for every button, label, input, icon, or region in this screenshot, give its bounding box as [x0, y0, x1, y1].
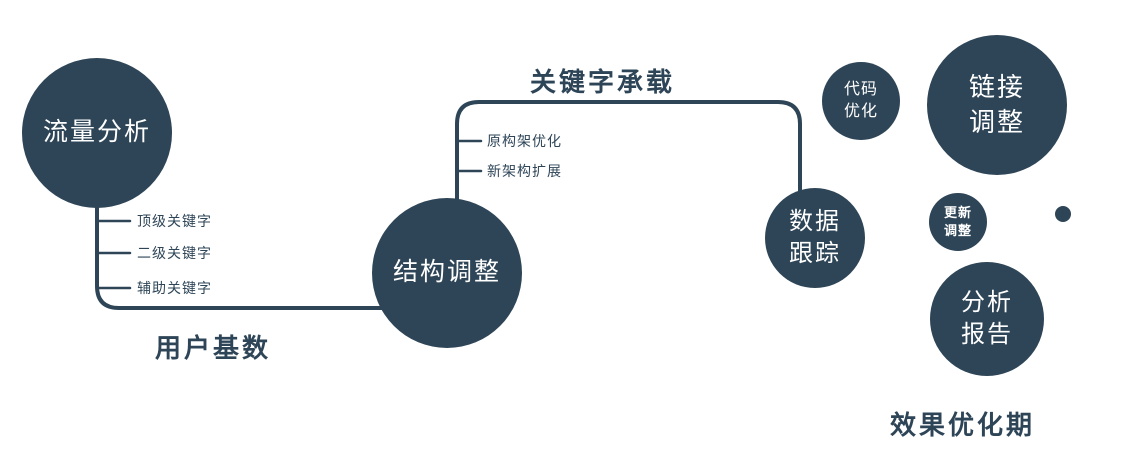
branch-original-architecture: 原构架优化 [487, 133, 562, 149]
node-code-optimization: 代码 优化 [822, 62, 900, 140]
node-link-adjustment-line1: 链接 [968, 71, 1025, 102]
node-structure-adjustment-label: 结构调整 [392, 258, 501, 287]
branch-secondary-keywords: 二级关键字 [137, 245, 212, 261]
wire-structure-to-data [455, 100, 802, 217]
label-effect-phase: 效果优化期 [890, 410, 1036, 440]
bullet-dot [1055, 206, 1071, 222]
node-structure-adjustment: 结构调整 [372, 198, 522, 348]
node-link-adjustment: 链接 调整 [927, 35, 1067, 175]
node-code-optimization-line2: 优化 [843, 103, 878, 120]
node-traffic-analysis-label: 流量分析 [42, 118, 151, 147]
node-update-adjustment-line1: 更新 [943, 204, 972, 220]
node-update-adjustment: 更新 调整 [929, 193, 987, 251]
node-data-tracking: 数据 跟踪 [765, 188, 865, 288]
node-traffic-analysis: 流量分析 [22, 58, 172, 208]
node-analysis-report-line2: 报告 [961, 321, 1013, 348]
node-link-adjustment-line2: 调整 [968, 107, 1025, 137]
label-keyword-carry: 关键字承载 [530, 67, 676, 97]
node-analysis-report: 分析 报告 [930, 262, 1044, 376]
branch-new-architecture: 新架构扩展 [487, 163, 562, 179]
branch-auxiliary-keywords: 辅助关键字 [137, 280, 212, 296]
label-user-base: 用户基数 [155, 333, 272, 363]
wire-traffic-to-structure [95, 196, 432, 310]
node-data-tracking-line2: 跟踪 [789, 240, 841, 267]
node-analysis-report-line1: 分析 [961, 288, 1013, 316]
node-data-tracking-line1: 数据 [789, 207, 841, 235]
node-code-optimization-line1: 代码 [843, 81, 878, 99]
node-update-adjustment-line2: 调整 [943, 223, 972, 238]
branch-top-keywords: 顶级关键字 [137, 213, 212, 229]
